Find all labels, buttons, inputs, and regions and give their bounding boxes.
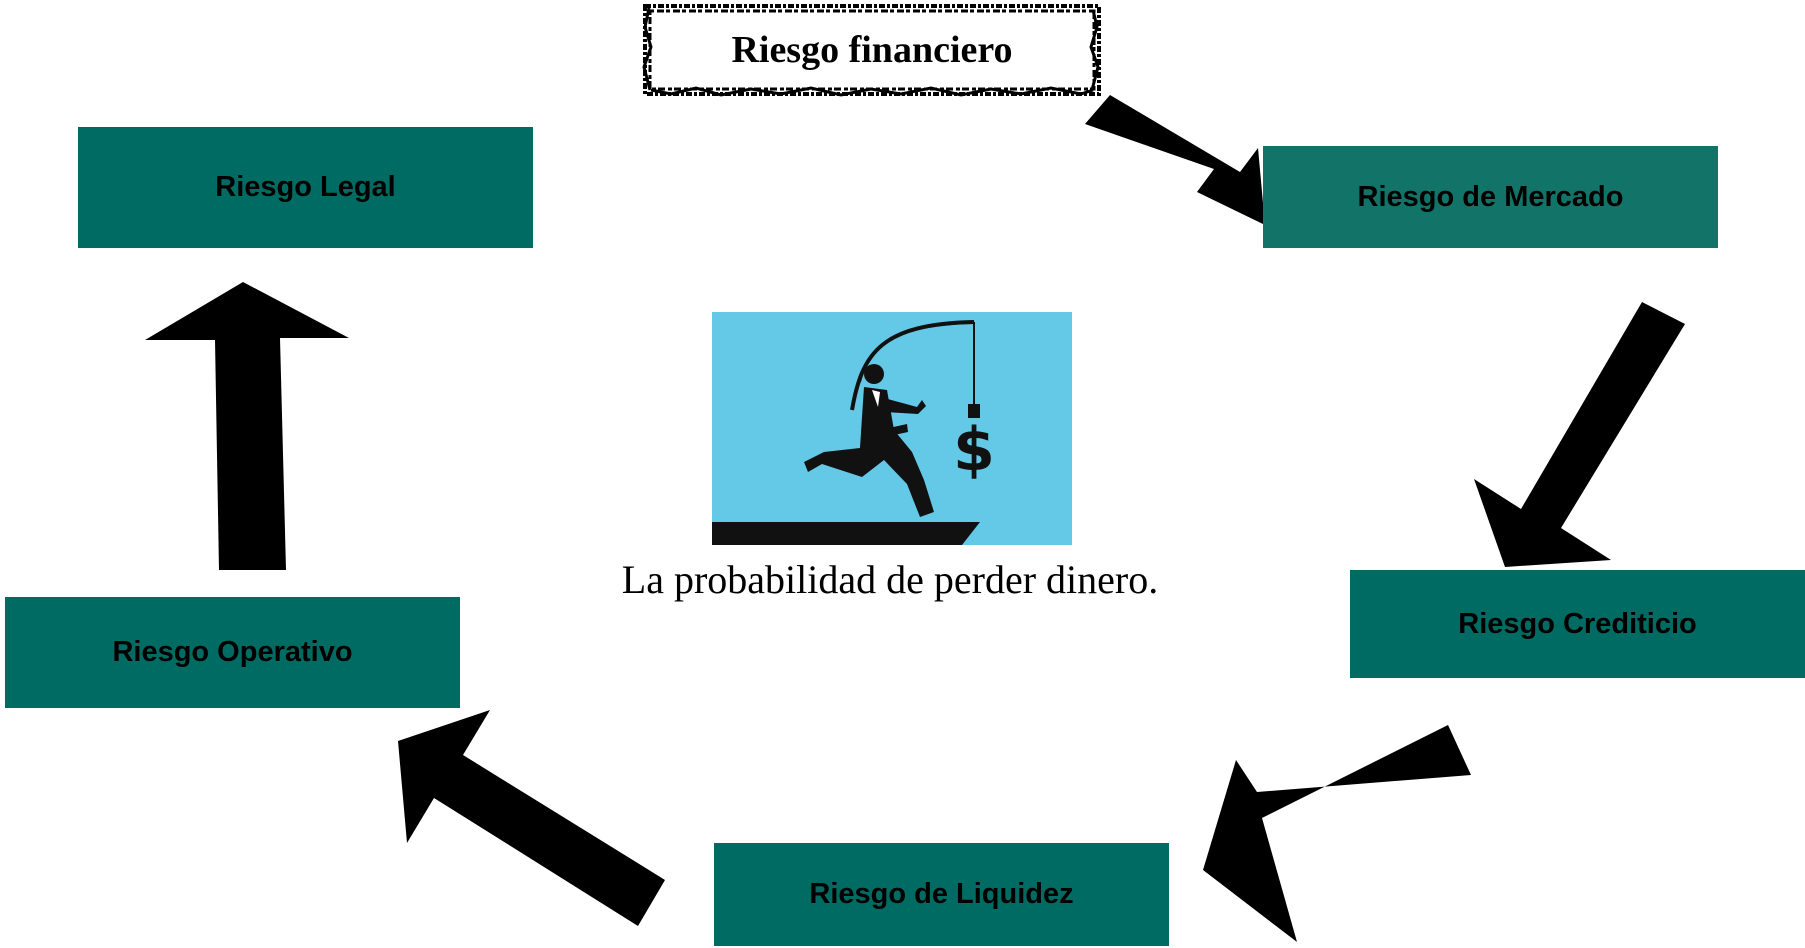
arrow-credit-to-liquidity xyxy=(1203,725,1471,942)
rough-frame xyxy=(642,4,1101,97)
center-caption: La probabilidad de perder dinero. xyxy=(621,557,1159,602)
arrow-operational-to-legal xyxy=(145,282,349,570)
risk-label-operational: Riesgo Operativo xyxy=(112,636,353,668)
diagram-title: Riesgo financiero xyxy=(731,29,1013,71)
title-box: Riesgo financiero xyxy=(641,2,1103,98)
risk-box-operational: Riesgo Operativo xyxy=(5,597,460,708)
risk-label-legal: Riesgo Legal xyxy=(215,171,396,203)
svg-text:$: $ xyxy=(953,415,995,485)
arrow-liquidity-to-operational xyxy=(398,710,665,926)
arrow-market-to-credit xyxy=(1474,302,1685,567)
risk-box-legal: Riesgo Legal xyxy=(78,127,533,248)
risk-box-market: Riesgo de Mercado xyxy=(1263,146,1718,248)
risk-box-liquidity: Riesgo de Liquidez xyxy=(714,843,1169,946)
arrow-title-to-market xyxy=(1085,95,1265,225)
risk-label-liquidity: Riesgo de Liquidez xyxy=(809,878,1074,910)
risk-label-credit: Riesgo Crediticio xyxy=(1458,607,1697,640)
businessman-chasing-dollar-icon: $ xyxy=(712,312,1072,545)
risk-label-market: Riesgo de Mercado xyxy=(1357,180,1624,213)
risk-box-credit: Riesgo Crediticio xyxy=(1350,570,1805,678)
